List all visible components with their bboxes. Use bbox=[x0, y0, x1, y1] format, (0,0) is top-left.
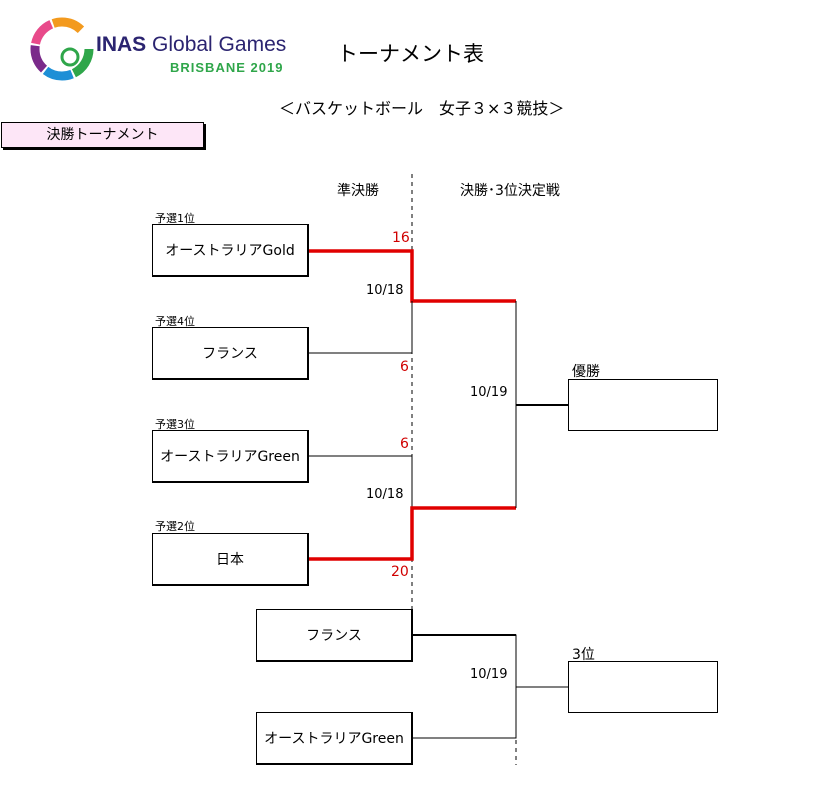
team-box: オーストラリアGreen bbox=[152, 430, 309, 483]
seed-label: 予選1位 bbox=[155, 212, 195, 225]
match-date: 10/19 bbox=[470, 667, 508, 682]
seed-label: 予選3位 bbox=[155, 418, 195, 431]
team-box: オーストラリアGreen bbox=[256, 712, 413, 765]
section-tab: 決勝トーナメント bbox=[1, 122, 204, 148]
page-title: トーナメント表 bbox=[337, 42, 484, 66]
page-subtitle: ＜バスケットボール 女子３×３競技＞ bbox=[279, 99, 565, 118]
team-box: オーストラリアGold bbox=[152, 224, 309, 277]
logo-ring-icon bbox=[30, 17, 94, 81]
round-label-semifinal: 準決勝 bbox=[337, 183, 379, 199]
third-place-label: 3位 bbox=[572, 647, 595, 663]
inas-logo bbox=[30, 17, 94, 81]
team-box: フランス bbox=[152, 327, 309, 380]
match-date: 10/18 bbox=[366, 283, 404, 298]
team-box: フランス bbox=[256, 609, 413, 662]
team-box: 日本 bbox=[152, 533, 309, 586]
score: 16 bbox=[392, 230, 410, 246]
champion-label: 優勝 bbox=[572, 364, 600, 380]
seed-label: 予選2位 bbox=[155, 520, 195, 533]
score: 6 bbox=[400, 436, 409, 452]
brand-subtitle: BRISBANE 2019 bbox=[170, 60, 284, 75]
score: 20 bbox=[391, 564, 409, 580]
brand-name: INAS Global Games bbox=[96, 33, 287, 56]
match-date: 10/19 bbox=[470, 385, 508, 400]
round-label-final: 決勝･3位決定戦 bbox=[460, 183, 560, 199]
score: 6 bbox=[400, 359, 409, 375]
champion-box bbox=[568, 379, 718, 431]
seed-label: 予選4位 bbox=[155, 315, 195, 328]
third-place-box bbox=[568, 661, 718, 713]
match-date: 10/18 bbox=[366, 487, 404, 502]
